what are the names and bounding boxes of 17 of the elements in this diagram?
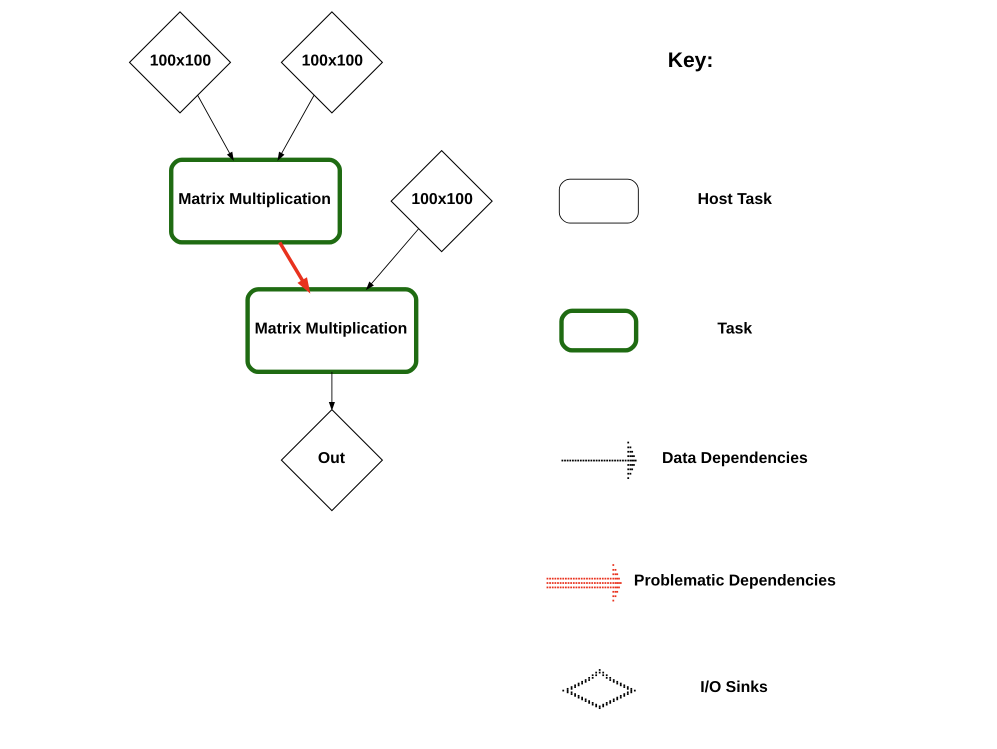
node-diamond: 100x100: [128, 11, 232, 114]
legend-label: Problematic Dependencies: [634, 572, 836, 590]
legend-label: I/O Sinks: [700, 678, 768, 696]
arrow: [278, 242, 310, 294]
node-diamond: 100x100: [390, 150, 493, 252]
node-diamond: Out: [280, 408, 384, 512]
arrow: [366, 228, 420, 290]
node-box: Matrix Multiplication: [245, 287, 418, 374]
arrow: [197, 94, 234, 161]
node-box: Matrix Multiplication: [169, 158, 342, 245]
arrow: [328, 371, 335, 411]
legend-label: Task: [717, 320, 752, 338]
legend-label: Data Dependencies: [662, 450, 808, 468]
arrow: [277, 94, 314, 161]
node-diamond: 100x100: [280, 11, 384, 114]
label: Key:: [668, 48, 714, 72]
legend-label: Host Task: [698, 191, 772, 208]
